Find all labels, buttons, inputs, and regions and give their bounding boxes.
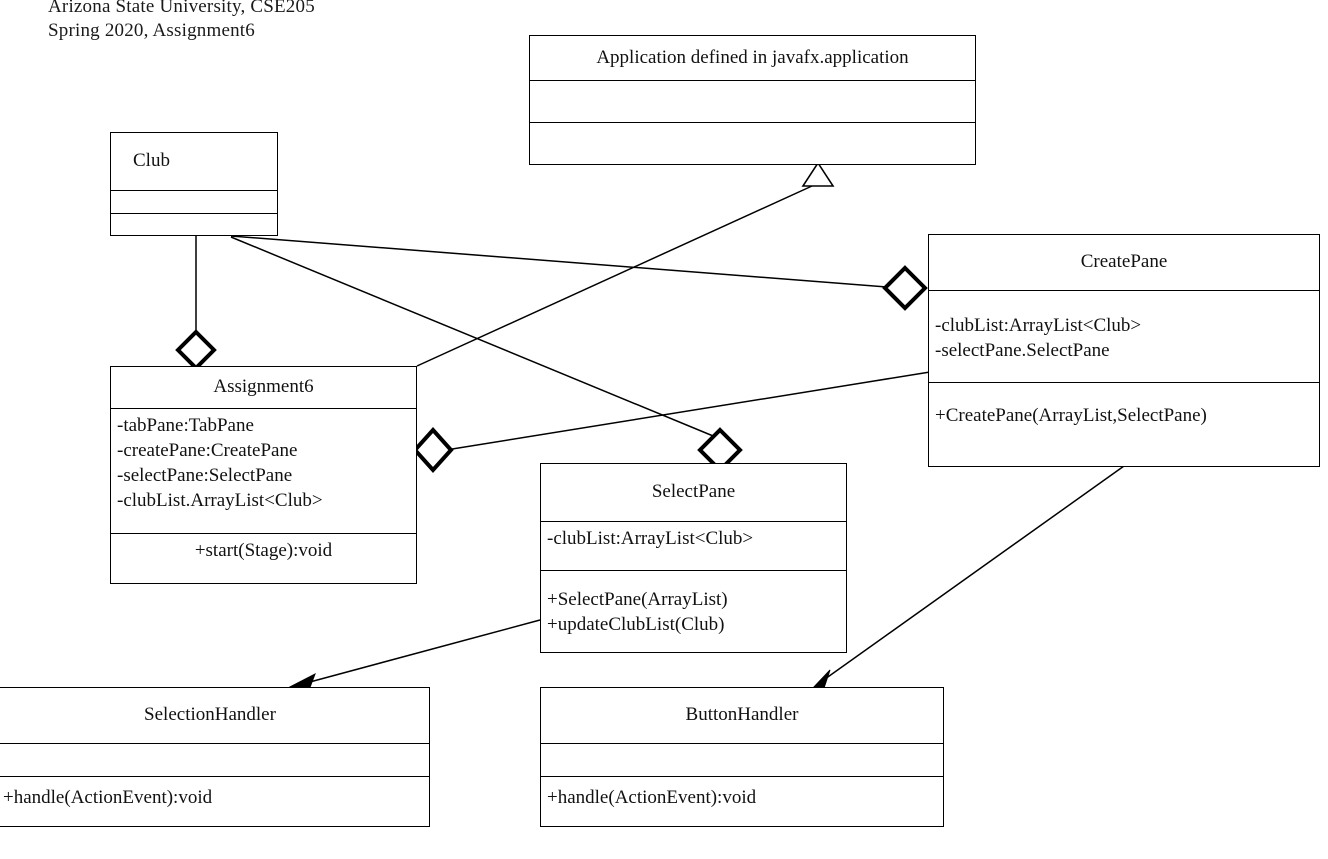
class-attributes-club <box>111 191 277 214</box>
class-box-buttonhandler[interactable]: ButtonHandler +handle(ActionEvent):void <box>540 687 944 827</box>
class-name-club: Club <box>111 133 277 191</box>
class-name-buttonhandler: ButtonHandler <box>541 688 943 744</box>
edge-createpane-buttonhandler <box>817 465 1125 685</box>
attribute-item: -clubList:ArrayList<Club> <box>547 528 754 549</box>
open-arrow-icon-buttonhandler <box>811 669 831 689</box>
class-name-createpane: CreatePane <box>929 235 1319 291</box>
attribute-item: -tabPane:TabPane <box>117 415 254 436</box>
class-name-application: Application defined in javafx.applicatio… <box>530 36 975 81</box>
class-methods-assignment6: +start(Stage):void <box>111 534 416 583</box>
class-name-assignment6: Assignment6 <box>111 367 416 409</box>
class-methods-createpane: +CreatePane(ArrayList,SelectPane) <box>929 383 1319 468</box>
attribute-item: -createPane:CreatePane <box>117 440 298 461</box>
attribute-item: -selectPane.SelectPane <box>935 340 1110 361</box>
method-item: +updateClubList(Club) <box>547 614 725 635</box>
class-methods-buttonhandler: +handle(ActionEvent):void <box>541 777 943 828</box>
method-item: +start(Stage):void <box>194 540 333 561</box>
method-item: +handle(ActionEvent):void <box>547 787 757 808</box>
edge-selectpane-selectionhandler <box>294 619 541 687</box>
attribute-item: -clubList:ArrayList<Club> <box>935 315 1142 336</box>
class-attributes-selectpane: -clubList:ArrayList<Club> <box>541 522 846 571</box>
class-box-assignment6[interactable]: Assignment6 -tabPane:TabPane -createPane… <box>110 366 417 584</box>
header-line-university: Arizona State University, CSE205 <box>48 0 315 17</box>
method-item: +handle(ActionEvent):void <box>3 787 213 808</box>
class-methods-selectpane: +SelectPane(ArrayList) +updateClubList(C… <box>541 571 846 654</box>
hollow-diamond-icon-assignment6-right <box>412 427 454 473</box>
hollow-triangle-icon <box>801 161 835 187</box>
class-box-selectpane[interactable]: SelectPane -clubList:ArrayList<Club> +Se… <box>540 463 847 653</box>
class-name-selectionhandler: SelectionHandler <box>0 688 429 744</box>
class-methods-club <box>111 214 277 235</box>
class-box-application[interactable]: Application defined in javafx.applicatio… <box>529 35 976 165</box>
edge-createpane-assignment6 <box>445 371 931 451</box>
class-methods-selectionhandler: +handle(ActionEvent):void <box>0 777 429 828</box>
class-box-createpane[interactable]: CreatePane -clubList:ArrayList<Club> -se… <box>928 234 1320 467</box>
header-line-course: Spring 2020, Assignment6 <box>48 20 255 41</box>
attribute-item: -selectPane:SelectPane <box>117 465 293 486</box>
class-attributes-selectionhandler <box>0 744 429 777</box>
class-attributes-createpane: -clubList:ArrayList<Club> -selectPane.Se… <box>929 291 1319 383</box>
class-attributes-application <box>530 81 975 123</box>
edge-assignment6-application <box>416 185 813 367</box>
method-item: +CreatePane(ArrayList,SelectPane) <box>935 405 1207 426</box>
attribute-item: -clubList.ArrayList<Club> <box>117 490 323 511</box>
edge-club-createpane <box>230 235 901 289</box>
class-attributes-buttonhandler <box>541 744 943 777</box>
class-name-selectpane: SelectPane <box>541 464 846 522</box>
class-box-club[interactable]: Club <box>110 132 278 236</box>
class-methods-application <box>530 123 975 164</box>
method-item: +SelectPane(ArrayList) <box>547 589 728 610</box>
class-box-selectionhandler[interactable]: SelectionHandler +handle(ActionEvent):vo… <box>0 687 430 827</box>
class-attributes-assignment6: -tabPane:TabPane -createPane:CreatePane … <box>111 409 416 534</box>
hollow-diamond-icon-assignment6-top <box>175 329 217 371</box>
hollow-diamond-icon-createpane-left <box>882 265 928 311</box>
